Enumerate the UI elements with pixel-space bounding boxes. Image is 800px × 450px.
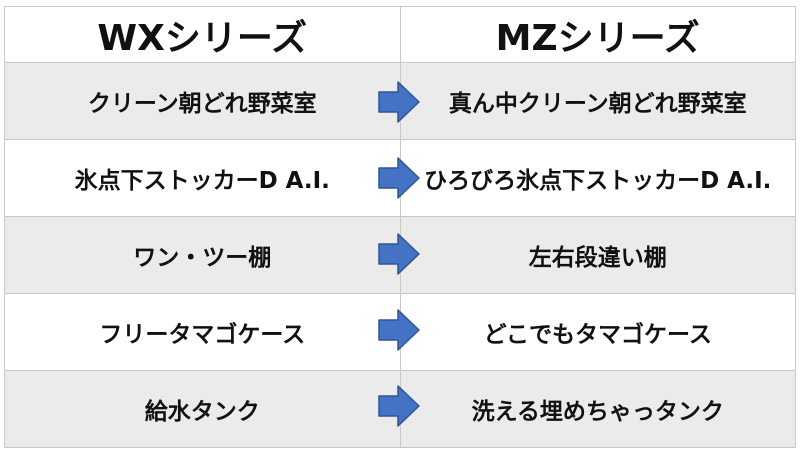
mz-feature-cell: 洗える埋めちゃっタンク [399, 370, 796, 448]
mz-feature-label: どこでもタマゴケース [483, 322, 712, 348]
mz-feature-cell: ひろびろ氷点下ストッカーD A.I. [399, 139, 796, 217]
header-mz-series: MZシリーズ [399, 6, 796, 63]
header-wx-series: WXシリーズ [4, 6, 401, 63]
mz-feature-label: ひろびろ氷点下ストッカーD A.I. [424, 168, 772, 194]
wx-feature-label: フリータマゴケース [99, 322, 306, 348]
table-row: ワン・ツー棚 左右段違い棚 [4, 216, 796, 294]
wx-feature-cell: クリーン朝どれ野菜室 [4, 62, 401, 140]
mz-feature-cell: 左右段違い棚 [399, 216, 796, 294]
table-row: フリータマゴケース どこでもタマゴケース [4, 293, 796, 371]
wx-feature-label: 給水タンク [144, 399, 260, 425]
wx-feature-cell: フリータマゴケース [4, 293, 401, 371]
comparison-table: WXシリーズ MZシリーズ クリーン朝どれ野菜室 真ん中クリーン朝どれ野菜室 氷… [4, 6, 796, 448]
table-row: 給水タンク 洗える埋めちゃっタンク [4, 370, 796, 448]
header-mz-series-label: MZシリーズ [495, 17, 700, 59]
header-row: WXシリーズ MZシリーズ [4, 6, 796, 63]
wx-feature-label: 氷点下ストッカーD A.I. [74, 168, 330, 194]
right-arrow-icon [378, 233, 420, 275]
mz-feature-cell: どこでもタマゴケース [399, 293, 796, 371]
wx-feature-label: クリーン朝どれ野菜室 [87, 91, 317, 117]
right-arrow-icon [378, 309, 420, 351]
right-arrow-icon [378, 157, 420, 199]
table-row: 氷点下ストッカーD A.I. ひろびろ氷点下ストッカーD A.I. [4, 139, 796, 217]
mz-feature-label: 真ん中クリーン朝どれ野菜室 [448, 91, 747, 117]
header-wx-series-label: WXシリーズ [97, 17, 308, 59]
wx-feature-cell: 氷点下ストッカーD A.I. [4, 139, 401, 217]
wx-feature-label: ワン・ツー棚 [133, 245, 272, 271]
mz-feature-label: 左右段違い棚 [528, 245, 667, 271]
wx-feature-cell: ワン・ツー棚 [4, 216, 401, 294]
table-row: クリーン朝どれ野菜室 真ん中クリーン朝どれ野菜室 [4, 62, 796, 140]
wx-feature-cell: 給水タンク [4, 370, 401, 448]
right-arrow-icon [378, 385, 420, 427]
mz-feature-label: 洗える埋めちゃっタンク [471, 399, 724, 425]
right-arrow-icon [378, 81, 420, 123]
mz-feature-cell: 真ん中クリーン朝どれ野菜室 [399, 62, 796, 140]
